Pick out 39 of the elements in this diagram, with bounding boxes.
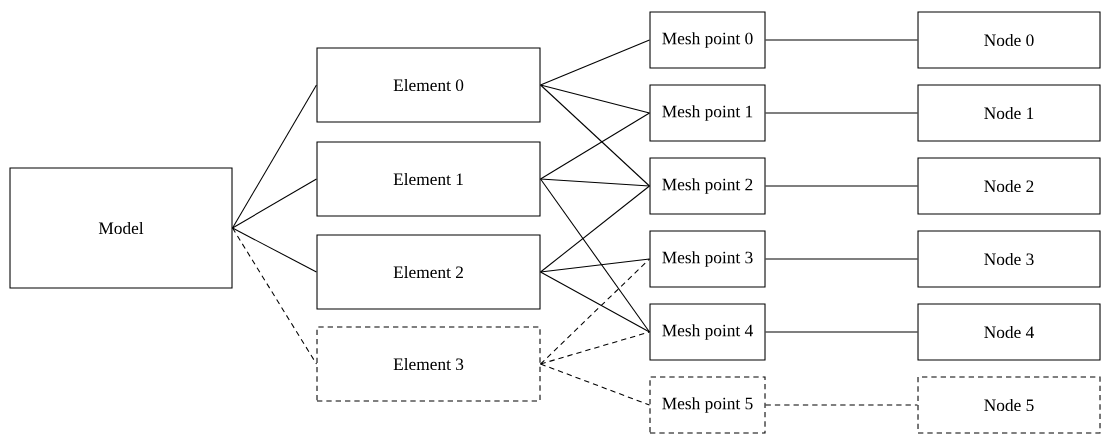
connector-line xyxy=(540,84,650,114)
element-box: Element 1 xyxy=(316,141,541,217)
connector-line xyxy=(765,258,918,260)
connector-line xyxy=(232,84,317,229)
connector-line xyxy=(540,112,650,180)
connector-line xyxy=(540,331,650,365)
connector-line xyxy=(540,258,650,273)
model-box: Model xyxy=(9,167,233,289)
element-box: Element 3 xyxy=(316,326,541,402)
node-box: Node 1 xyxy=(917,84,1101,142)
connector-line xyxy=(765,404,918,406)
mesh-point-box: Mesh point 5 xyxy=(649,376,766,434)
connector-line xyxy=(540,84,650,187)
node-box: Node 0 xyxy=(917,11,1101,69)
connector-line xyxy=(540,271,650,333)
node-box: Node 4 xyxy=(917,303,1101,361)
connector-line xyxy=(540,363,650,406)
node-box: Node 5 xyxy=(917,376,1101,434)
connector-line xyxy=(765,39,918,41)
connector-line xyxy=(540,39,650,86)
connector-line xyxy=(232,227,317,273)
connector-line xyxy=(232,178,317,229)
node-box: Node 2 xyxy=(917,157,1101,215)
connector-line xyxy=(765,185,918,187)
connector-line xyxy=(765,112,918,114)
mesh-point-box: Mesh point 0 xyxy=(649,11,766,69)
node-box: Node 3 xyxy=(917,230,1101,288)
connector-line xyxy=(540,258,650,365)
connector-line xyxy=(540,178,650,187)
mesh-point-box: Mesh point 1 xyxy=(649,84,766,142)
mesh-point-box: Mesh point 3 xyxy=(649,230,766,288)
element-box: Element 0 xyxy=(316,47,541,123)
connector-line xyxy=(540,185,650,273)
connector-line xyxy=(232,227,317,365)
mesh-point-box: Mesh point 4 xyxy=(649,303,766,361)
mesh-point-box: Mesh point 2 xyxy=(649,157,766,215)
connector-line xyxy=(540,178,650,333)
element-box: Element 2 xyxy=(316,234,541,310)
connector-line xyxy=(765,331,918,333)
